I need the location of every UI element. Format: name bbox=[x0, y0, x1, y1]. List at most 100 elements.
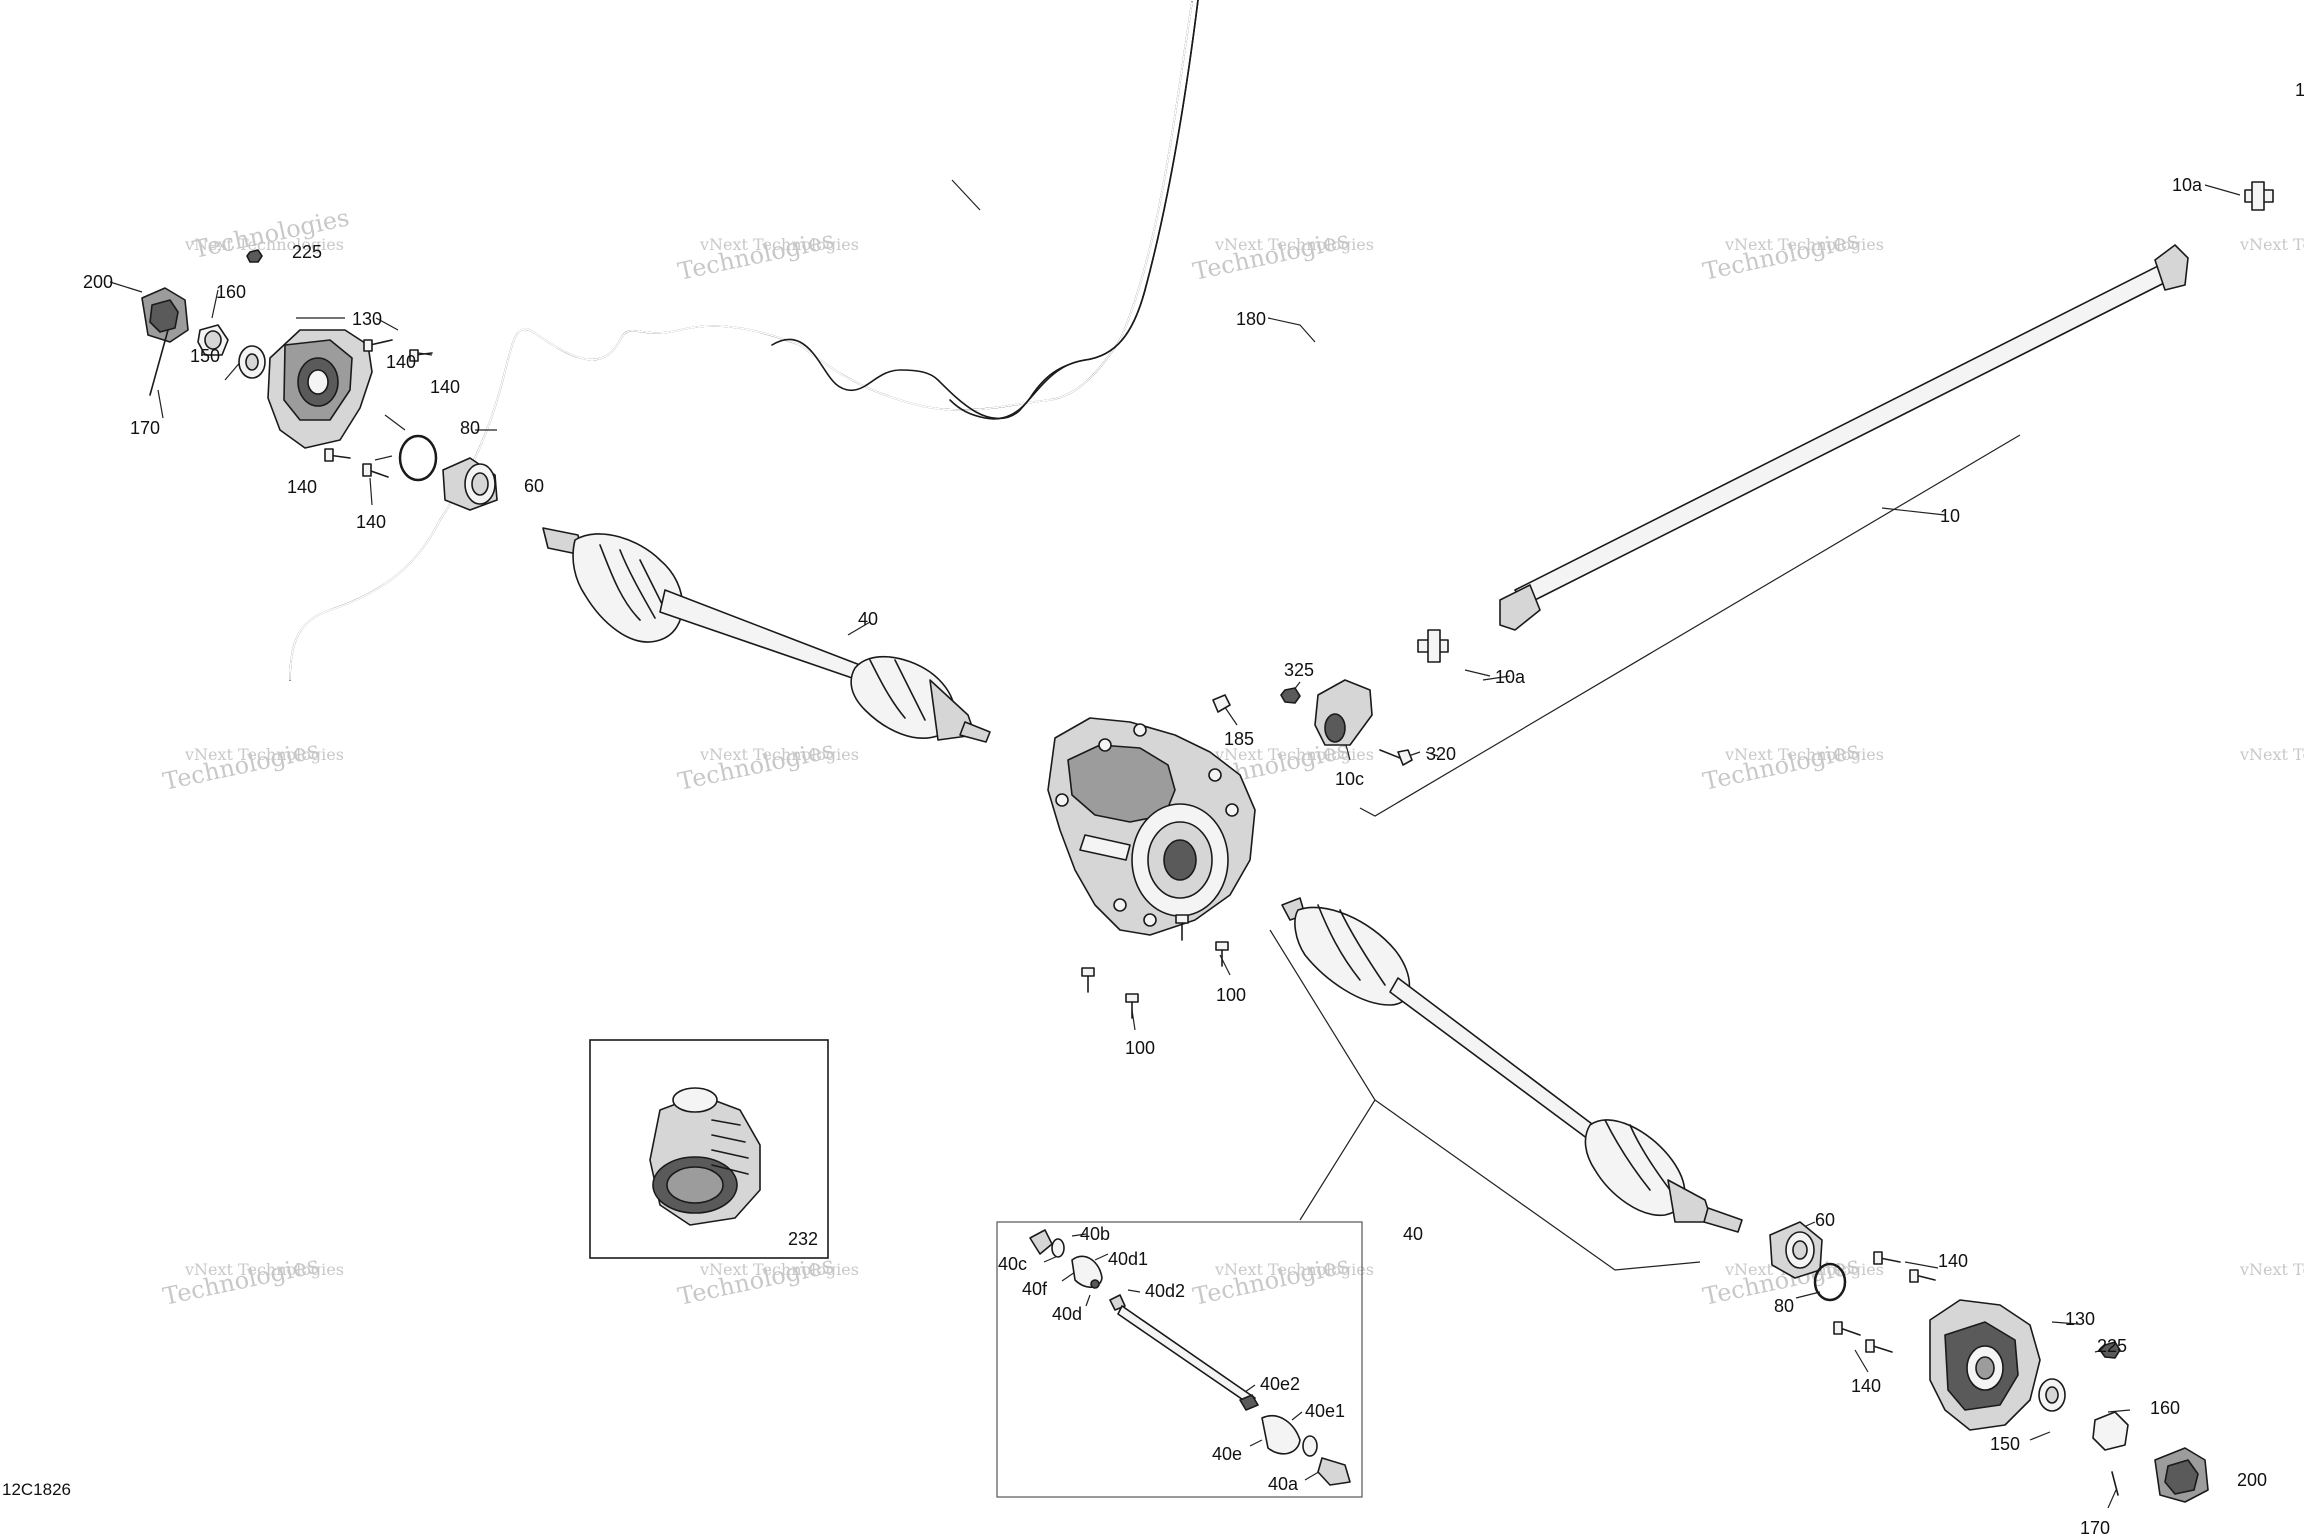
watermark: vNext Technologies bbox=[2239, 1260, 2304, 1279]
callout-225: 225 bbox=[2097, 1336, 2127, 1356]
bolt-140 bbox=[1833, 1321, 1861, 1336]
watermark: vNext Technologies Technologies bbox=[675, 225, 859, 285]
callout-100: 100 bbox=[1125, 1038, 1155, 1058]
callout-325: 325 bbox=[1284, 660, 1314, 680]
nut-325 bbox=[1280, 687, 1301, 704]
svg-text:vNext Technologies: vNext Technologies bbox=[699, 1260, 859, 1279]
callout-160: 160 bbox=[2150, 1398, 2180, 1418]
brake-line-180-inner bbox=[289, 1, 1193, 681]
bolt-140 bbox=[409, 349, 433, 362]
svg-text:vNext Technologies: vNext Technologies bbox=[699, 235, 859, 254]
watermark: vNext Technologies Technologies bbox=[1190, 1250, 1374, 1310]
watermark: vNext Technologies Technologies bbox=[184, 203, 352, 263]
prop-shaft-10 bbox=[1417, 181, 2274, 663]
yoke-10c bbox=[1314, 679, 1373, 746]
bolt-140 bbox=[362, 463, 389, 478]
callout-40e1: 40e1 bbox=[1305, 1401, 1345, 1421]
svg-text:vNext Technologies: vNext Technologies bbox=[1214, 745, 1374, 764]
callout-150: 150 bbox=[190, 346, 220, 366]
snap-ring-80 bbox=[1813, 1262, 1847, 1302]
svg-text:vNext Technologies: vNext Technologies bbox=[2239, 235, 2304, 254]
nut-225 bbox=[2099, 1341, 2121, 1359]
inset-box-40 bbox=[996, 1221, 1363, 1498]
callout-140: 140 bbox=[356, 512, 386, 532]
callout-180: 180 bbox=[1236, 309, 1266, 329]
watermark: vNext Technologies Technologies bbox=[675, 735, 859, 795]
snap-ring-80 bbox=[398, 434, 438, 482]
watermark: vNext Technologies bbox=[2239, 235, 2304, 254]
callout-100: 100 bbox=[1216, 985, 1246, 1005]
bolt-140 bbox=[1873, 1251, 1901, 1265]
bearing-60 bbox=[1769, 1221, 1823, 1279]
callout-200: 200 bbox=[2237, 1470, 2267, 1490]
drive-shaft-lower-40 bbox=[1281, 897, 1743, 1233]
brake-line-tube-b bbox=[1084, 0, 1199, 361]
watermark: vNext Technologies Technologies bbox=[160, 735, 344, 795]
cotter-pin-170 bbox=[2111, 1471, 2119, 1496]
callout-40d1: 40d1 bbox=[1108, 1249, 1148, 1269]
callout-80: 80 bbox=[460, 418, 480, 438]
callout-10a: 10a bbox=[2172, 175, 2203, 195]
callout-170: 170 bbox=[2080, 1518, 2110, 1536]
callout-140: 140 bbox=[287, 477, 317, 497]
callout-40d: 40d bbox=[1052, 1304, 1082, 1324]
callout-80: 80 bbox=[1774, 1296, 1794, 1316]
callout-40c: 40c bbox=[998, 1254, 1027, 1274]
callout-232: 232 bbox=[788, 1229, 818, 1249]
hub-assembly-front-left bbox=[141, 249, 498, 511]
callout-40e2: 40e2 bbox=[1260, 1374, 1300, 1394]
callout-40: 40 bbox=[858, 609, 878, 629]
callout-140: 140 bbox=[386, 352, 416, 372]
callout-10a: 10a bbox=[1495, 667, 1526, 687]
callout-130: 130 bbox=[352, 309, 382, 329]
callout-170: 170 bbox=[130, 418, 160, 438]
callout-320: 320 bbox=[1426, 744, 1456, 764]
differential-housing bbox=[1047, 717, 1256, 936]
callout-40: 40 bbox=[1403, 1224, 1423, 1244]
callout-140: 140 bbox=[430, 377, 460, 397]
bearing-60 bbox=[442, 457, 498, 511]
callout-140: 140 bbox=[1851, 1376, 1881, 1396]
bolt-140 bbox=[363, 339, 393, 352]
bracket-185 bbox=[1212, 694, 1231, 713]
bolt-100 bbox=[1175, 914, 1189, 941]
callout-60: 60 bbox=[1815, 1210, 1835, 1230]
callout-10: 10 bbox=[1940, 506, 1960, 526]
callout-185: 185 bbox=[1224, 729, 1254, 749]
callout-1: 1 bbox=[2295, 80, 2304, 100]
callout-200: 200 bbox=[83, 272, 113, 292]
bolt-100 bbox=[1215, 941, 1229, 967]
svg-text:vNext Technologies: vNext Technologies bbox=[184, 235, 344, 254]
brake-line-180 bbox=[289, 1, 1193, 681]
callout-225: 225 bbox=[292, 242, 322, 262]
watermark: vNext Technologies Technologies bbox=[1190, 225, 1374, 285]
bolt-320 bbox=[1379, 749, 1413, 766]
svg-text:vNext Technologies: vNext Technologies bbox=[1724, 745, 1884, 764]
svg-text:Technologies: Technologies bbox=[190, 203, 351, 263]
watermark: vNext Technologies Technologies bbox=[160, 1250, 344, 1310]
brake-line-tube bbox=[771, 0, 1199, 420]
svg-text:vNext Technologies: vNext Technologies bbox=[184, 1260, 344, 1279]
u-joint-10a bbox=[1417, 629, 1449, 663]
bolt-100 bbox=[1125, 993, 1139, 1019]
callout-60: 60 bbox=[524, 476, 544, 496]
callout-150: 150 bbox=[1990, 1434, 2020, 1454]
callout-10c: 10c bbox=[1335, 769, 1364, 789]
callout-40d2: 40d2 bbox=[1145, 1281, 1185, 1301]
shaft-kit-40 bbox=[1029, 1229, 1351, 1486]
bolt-100 bbox=[1081, 967, 1095, 993]
callout-140: 140 bbox=[1938, 1251, 1968, 1271]
cotter-pin-170 bbox=[149, 329, 169, 396]
bolt-140 bbox=[1865, 1339, 1893, 1353]
callout-40e: 40e bbox=[1212, 1444, 1242, 1464]
svg-text:vNext Technologies: vNext Technologies bbox=[699, 745, 859, 764]
brake-line-lower bbox=[949, 359, 1086, 420]
callout-labels: 200 225 160 130 150 170 140 140 80 140 6… bbox=[83, 80, 2304, 1536]
callout-40f: 40f bbox=[1022, 1279, 1048, 1299]
svg-text:vNext Technologies: vNext Technologies bbox=[1214, 1260, 1374, 1279]
svg-text:vNext Technologies: vNext Technologies bbox=[1724, 235, 1884, 254]
differential-gear-232 bbox=[649, 1087, 761, 1226]
svg-text:vNext Technologies: vNext Technologies bbox=[1214, 235, 1374, 254]
watermark: vNext Technologies Technologies bbox=[1700, 735, 1884, 795]
castle-nut-160 bbox=[2092, 1411, 2129, 1451]
